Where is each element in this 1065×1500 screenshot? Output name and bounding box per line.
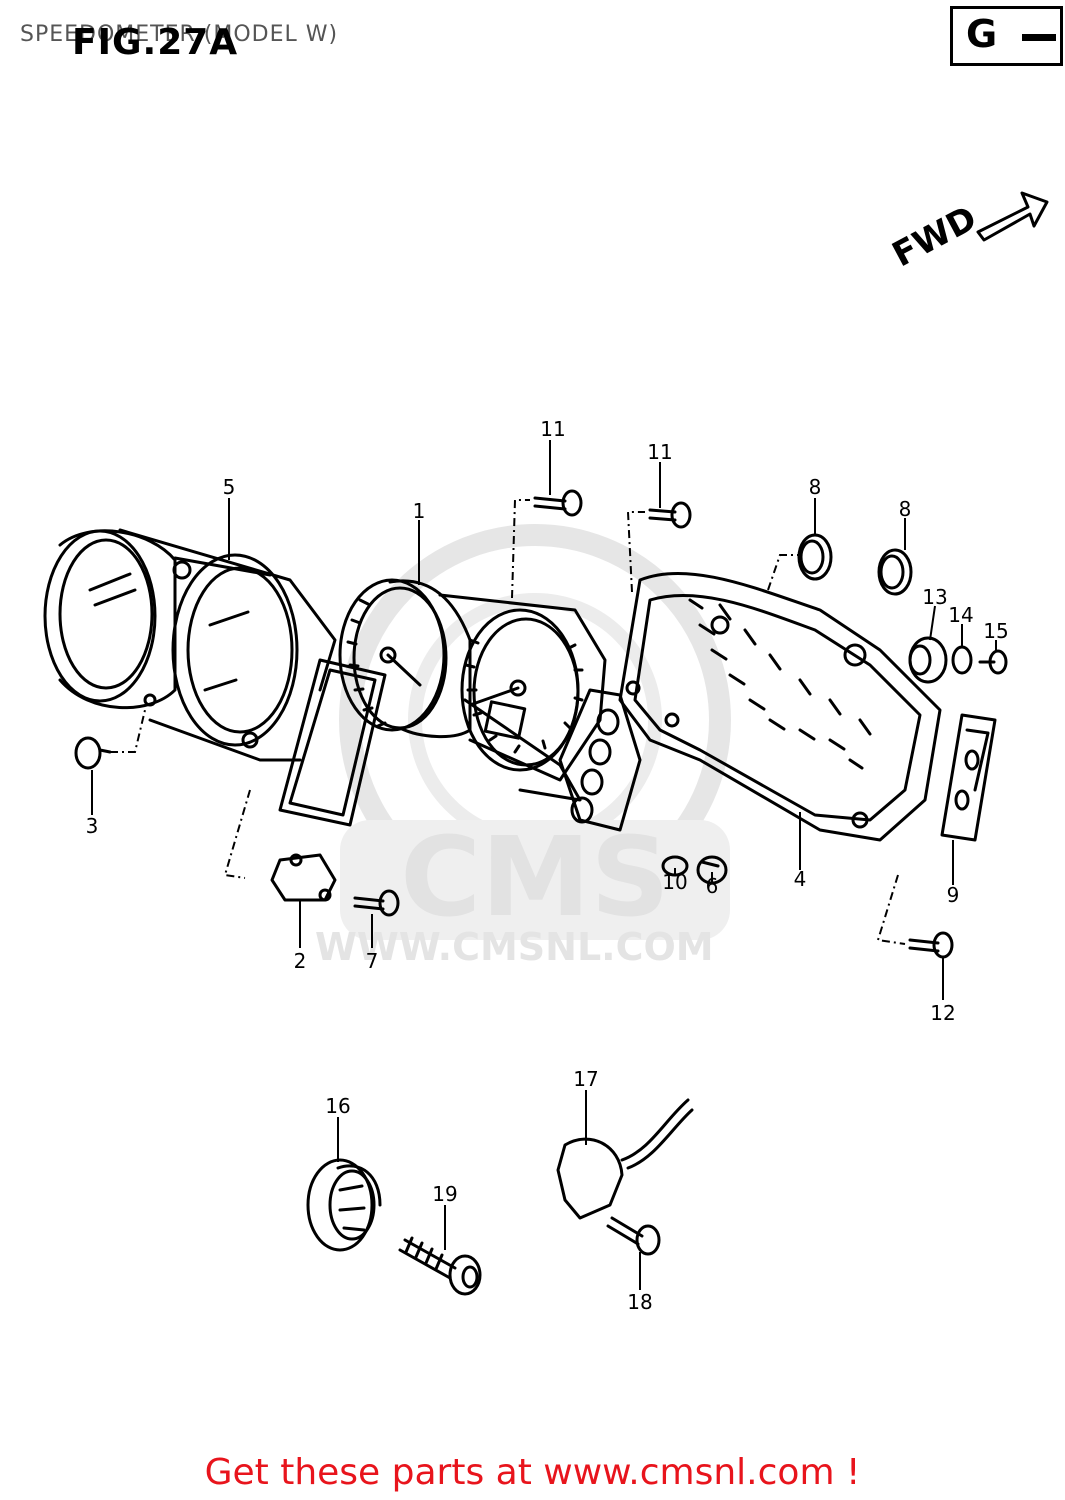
callout-18: 18 xyxy=(627,1290,653,1314)
part-11-screw-a xyxy=(533,489,583,517)
part-7-screw xyxy=(353,889,400,917)
part-15-screw xyxy=(978,649,1008,675)
figure-label: FIG.27A xyxy=(72,22,239,63)
callout-19: 19 xyxy=(432,1182,458,1206)
section-dash xyxy=(1022,34,1056,41)
callout-3: 3 xyxy=(85,814,99,838)
part-8-grommet-b xyxy=(877,548,913,596)
callout-11-b: 11 xyxy=(647,440,673,464)
callout-15: 15 xyxy=(983,619,1009,643)
watermark-logo: CMS xyxy=(339,524,731,941)
part-14-washer xyxy=(951,645,973,675)
callout-6: 6 xyxy=(705,874,719,898)
part-12-screw xyxy=(908,931,954,959)
part-19-bolt xyxy=(398,1236,482,1296)
callout-14: 14 xyxy=(948,603,974,627)
callout-7: 7 xyxy=(365,949,379,973)
callout-4: 4 xyxy=(793,867,807,891)
callout-5: 5 xyxy=(222,475,236,499)
callout-16: 16 xyxy=(325,1094,351,1118)
watermark-logo-text: CMS xyxy=(400,813,669,941)
part-18-screw xyxy=(606,1216,661,1256)
callout-1: 1 xyxy=(412,499,426,523)
section-letter: G xyxy=(966,12,998,56)
part-8-grommet-a xyxy=(797,533,833,581)
callout-9: 9 xyxy=(946,883,960,907)
callout-10: 10 xyxy=(662,870,688,894)
part-4-meter-cover xyxy=(618,571,942,842)
part-13-cushion xyxy=(908,636,948,684)
part-1-speedometer-assembly xyxy=(338,578,642,832)
watermark-url: WWW.CMSNL.COM xyxy=(315,925,714,969)
part-11-screw-b xyxy=(648,501,692,529)
callout-12: 12 xyxy=(930,1001,956,1025)
part-9-bracket xyxy=(940,713,997,842)
page-title: SPEEDOMETER (MODEL W) xyxy=(20,22,339,47)
part-16-speed-sensor xyxy=(306,1158,382,1252)
callout-2: 2 xyxy=(293,949,307,973)
callout-13: 13 xyxy=(922,585,948,609)
callout-11-a: 11 xyxy=(540,417,566,441)
section-box xyxy=(950,6,1063,66)
fwd-arrow-icon xyxy=(976,191,1049,242)
part-17-sensor xyxy=(556,1098,694,1220)
footer-cta-link[interactable]: Get these parts at www.cmsnl.com ! xyxy=(204,1452,861,1493)
part-3-cushion xyxy=(74,736,112,770)
callout-17: 17 xyxy=(573,1067,599,1091)
callout-8-b: 8 xyxy=(898,497,912,521)
part-5-lens-panel xyxy=(278,658,387,827)
leader-lines xyxy=(91,440,997,1290)
callout-8-a: 8 xyxy=(808,475,822,499)
part-2-socket xyxy=(270,853,337,902)
part-5-meter-case xyxy=(43,528,337,762)
